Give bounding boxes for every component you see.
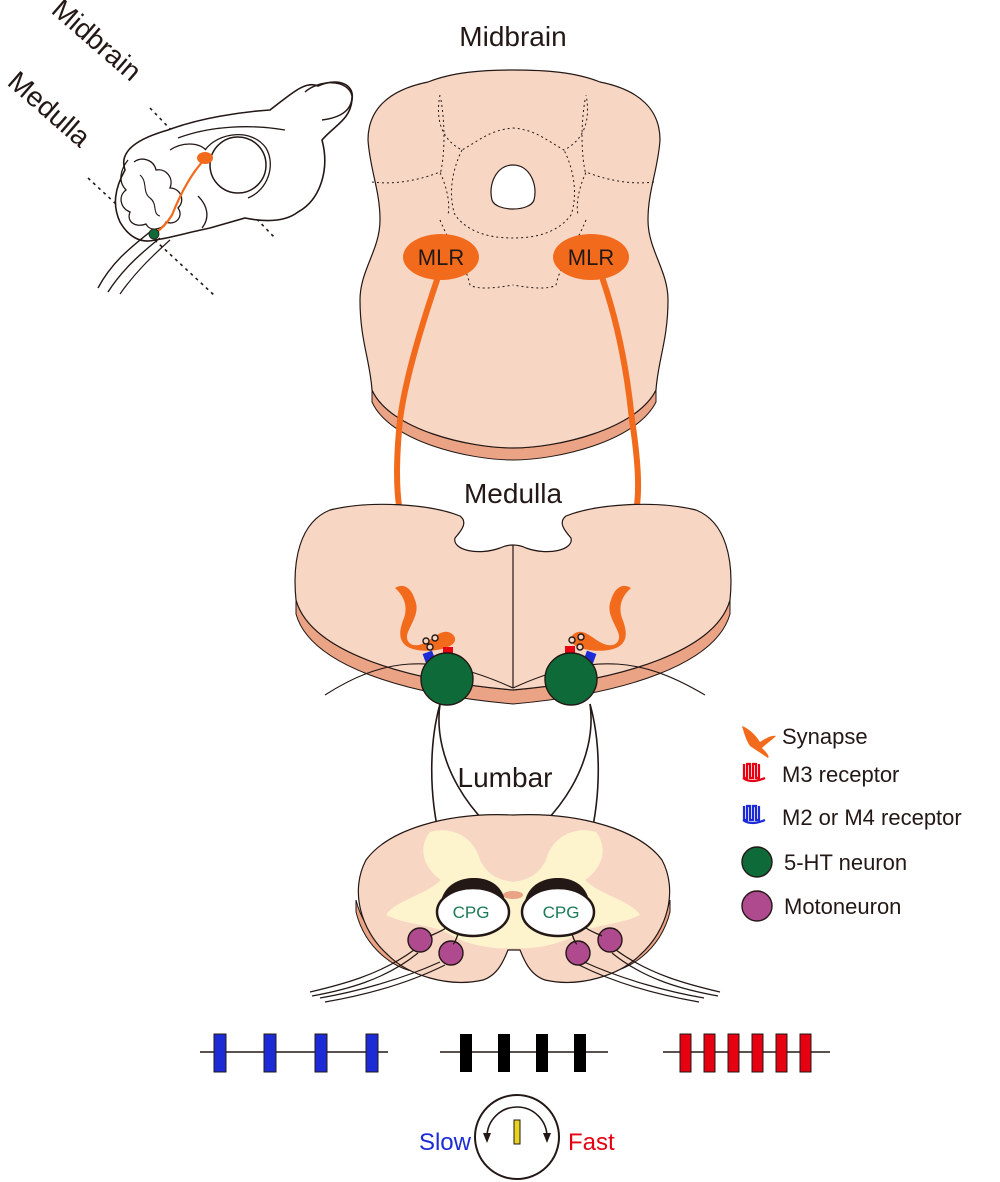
speed-dial: Slow Fast: [419, 1094, 615, 1180]
burst-normal-4: [574, 1034, 586, 1072]
synapse-right: [570, 585, 631, 651]
pons: [197, 195, 208, 229]
mlr-right: [553, 234, 629, 280]
medulla-ventral-line: [324, 663, 706, 696]
legend-label-5ht: 5-HT neuron: [784, 850, 907, 875]
medulla-section: Medulla: [294, 478, 732, 706]
burst-fast-6: [799, 1033, 812, 1073]
rhythm-traces: [200, 1033, 830, 1073]
inset-5ht-dot: [148, 228, 160, 240]
legend-item-m3: M3 receptor: [742, 762, 899, 787]
5ht-neuron-icon: [741, 846, 773, 878]
cpg-motoneuron-connections: [429, 927, 603, 945]
trace-slow: [200, 1033, 388, 1073]
midbrain-title: Midbrain: [459, 21, 566, 52]
trace-normal: [440, 1034, 608, 1072]
inset-label-midbrain: Midbrain: [46, 0, 147, 87]
burst-normal-3: [536, 1034, 548, 1072]
burst-normal-1: [460, 1034, 472, 1072]
olfactory-bulb: [304, 82, 353, 121]
burst-fast-1: [679, 1033, 692, 1073]
5ht-neuron-right: [544, 652, 598, 706]
legend-label-m2m4: M2 or M4 receptor: [782, 805, 962, 830]
burst-normal-2: [498, 1034, 510, 1072]
legend-item-5ht: 5-HT neuron: [741, 846, 907, 878]
inset-mlr-projection: [153, 159, 205, 235]
m3-receptor-right: [565, 646, 575, 657]
spinal-cord-3: [119, 239, 171, 295]
central-canal: [503, 891, 523, 899]
burst-fast-4: [751, 1033, 764, 1073]
motoneuron-right-2: [565, 940, 591, 966]
cpg-left: CPG: [435, 878, 511, 938]
trace-fast: [663, 1033, 830, 1073]
corpus-callosum: [177, 126, 286, 139]
mlr-left-projection: [394, 277, 440, 515]
legend-item-motoneuron: Motoneuron: [741, 890, 901, 922]
5ht-neuron-left: [420, 652, 474, 706]
ventral-roots: [309, 949, 721, 1003]
synapse-icon: [742, 726, 776, 758]
legend-label-synapse: Synapse: [782, 724, 868, 749]
legend: Synapse M3 receptor M2 or M4 receptor 5-…: [741, 724, 962, 922]
cpg-right: CPG: [520, 878, 596, 938]
burst-slow-1: [213, 1033, 227, 1073]
spinal-cord-lower: [107, 237, 161, 293]
m3-receptor-icon: [742, 762, 766, 783]
legend-label-motoneuron: Motoneuron: [784, 894, 901, 919]
burst-slow-4: [365, 1033, 379, 1073]
burst-fast-2: [703, 1033, 716, 1073]
brain-outline: [114, 81, 353, 242]
dial-slow-label: Slow: [419, 1129, 472, 1156]
arrow-right-head: [543, 1133, 551, 1143]
burst-fast-3: [727, 1033, 740, 1073]
burst-slow-2: [263, 1033, 277, 1073]
cerebral-aqueduct: [490, 164, 536, 210]
inset-label-medulla: Medulla: [2, 65, 97, 153]
inset-mlr-dot: [197, 152, 213, 164]
lumbar-section: Lumbar CPG CPG: [309, 762, 721, 1003]
motoneuron-right-1: [597, 927, 623, 953]
medulla-title: Medulla: [464, 478, 562, 509]
motoneuron-left-2: [438, 940, 464, 966]
arrow-left-head: [483, 1133, 491, 1143]
dial-needle: [513, 1119, 521, 1145]
lumbar-title: Lumbar: [458, 762, 553, 793]
legend-item-m2m4: M2 or M4 receptor: [742, 804, 962, 830]
cpg-left-label: CPG: [453, 903, 490, 922]
midbrain-outline: [359, 69, 669, 449]
hippocampus-arc: [204, 134, 271, 199]
brain-sagittal-inset: Midbrain Medulla: [2, 0, 353, 297]
dial-arc-arrow: [486, 1106, 548, 1138]
legend-label-m3: M3 receptor: [782, 762, 899, 787]
mlr-left: [403, 234, 479, 280]
vesicles-right: [568, 633, 585, 651]
cerebellum-inner: [139, 174, 161, 217]
vesicles-left: [422, 634, 439, 651]
mlr-left-label: MLR: [418, 245, 464, 270]
mlr-right-projection: [600, 277, 642, 515]
dial-fast-label: Fast: [568, 1129, 615, 1156]
burst-fast-5: [775, 1033, 788, 1073]
motoneuron-icon: [741, 890, 773, 922]
midbrain-section: Midbrain MLR MLR: [359, 21, 669, 461]
spinal-cord-upper: [97, 231, 151, 289]
synapse-left: [395, 585, 456, 651]
motoneuron-left-1: [407, 927, 433, 953]
m2-m4-receptor-icon: [742, 804, 766, 825]
diencephalon-circle: [209, 136, 267, 194]
mlr-right-label: MLR: [568, 245, 614, 270]
ventricle: [169, 143, 207, 151]
burst-slow-3: [314, 1033, 328, 1073]
legend-item-synapse: Synapse: [742, 724, 868, 758]
cpg-right-label: CPG: [543, 903, 580, 922]
